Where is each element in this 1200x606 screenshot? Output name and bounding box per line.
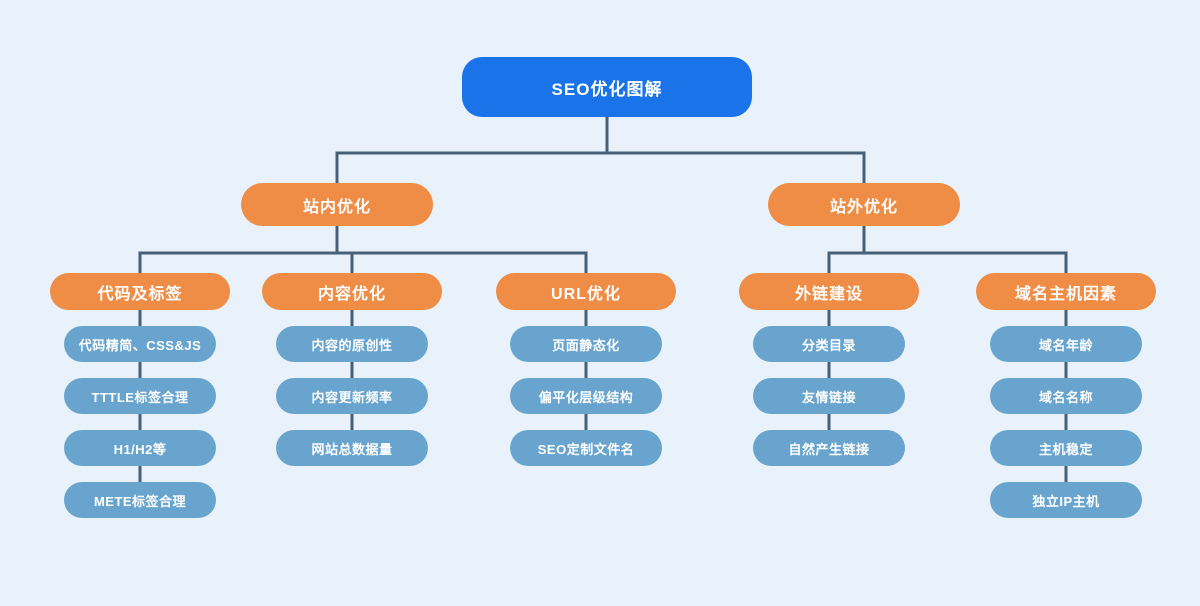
connector-offsite-bus — [827, 251, 1068, 273]
leaf-node: 内容更新频率 — [276, 378, 428, 414]
root-node: SEO优化图解 — [462, 57, 752, 117]
leaf-node: 网站总数据量 — [276, 430, 428, 466]
category-node-content: 内容优化 — [262, 273, 442, 310]
leaf-node: 内容的原创性 — [276, 326, 428, 362]
branch-node-offsite: 站外优化 — [768, 183, 960, 226]
category-node-domain-host: 域名主机因素 — [976, 273, 1156, 310]
leaf-node: 代码精简、CSS&JS — [64, 326, 216, 362]
leaf-node: 域名名称 — [990, 378, 1142, 414]
category-node-url: URL优化 — [496, 273, 676, 310]
leaf-node: 主机稳定 — [990, 430, 1142, 466]
branch-node-onsite: 站内优化 — [241, 183, 433, 226]
leaf-node: H1/H2等 — [64, 430, 216, 466]
category-node-backlinks: 外链建设 — [739, 273, 919, 310]
leaf-node: SEO定制文件名 — [510, 430, 662, 466]
connector-level1-bus — [335, 151, 866, 183]
leaf-node: 自然产生链接 — [753, 430, 905, 466]
leaf-node: 分类目录 — [753, 326, 905, 362]
leaf-node: 偏平化层级结构 — [510, 378, 662, 414]
leaf-node: 域名年龄 — [990, 326, 1142, 362]
leaf-node: METE标签合理 — [64, 482, 216, 518]
leaf-node: TTTLE标签合理 — [64, 378, 216, 414]
leaf-node: 独立IP主机 — [990, 482, 1142, 518]
leaf-node: 友情链接 — [753, 378, 905, 414]
category-node-code-tags: 代码及标签 — [50, 273, 230, 310]
connector-onsite-bus — [138, 251, 588, 273]
leaf-node: 页面静态化 — [510, 326, 662, 362]
